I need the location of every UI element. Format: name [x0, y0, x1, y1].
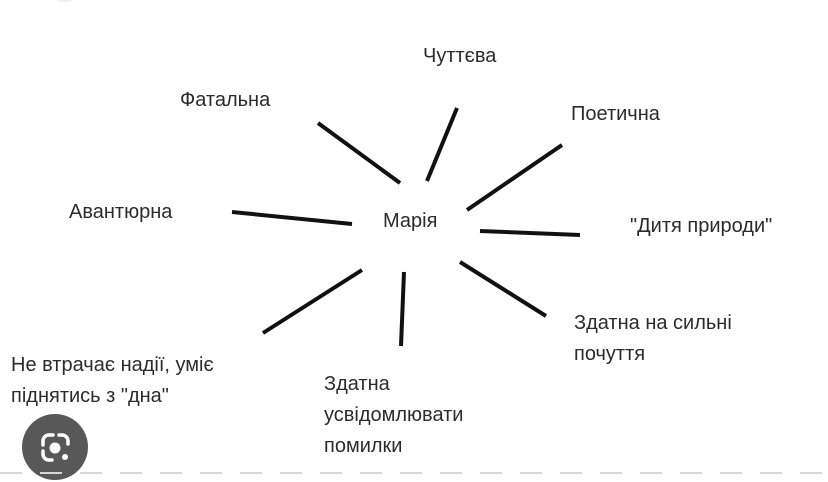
line-mistakes: [399, 271, 406, 347]
trait-adventurous: Авантюрна: [69, 201, 173, 223]
trait-hope: Не втрачає надії, уміє піднятись з "дна": [11, 350, 214, 412]
trait-nature-child: "Дитя природи": [630, 215, 773, 237]
center-node-label: Марія: [383, 210, 438, 232]
trait-mistakes-line3: помилки: [324, 435, 403, 457]
google-lens-button[interactable]: [22, 414, 88, 480]
partial-circle-decoration: [50, 0, 80, 2]
trait-sensual: Чуттєва: [423, 45, 497, 67]
trait-hope-line1: Не втрачає надії, уміє: [11, 354, 214, 376]
trait-hope-line2: піднятись з "дна": [11, 385, 169, 407]
google-lens-icon: [41, 433, 70, 462]
trait-mistakes-line2: усвідомлювати: [324, 404, 464, 426]
trait-poetic: Поетична: [571, 103, 660, 125]
dashed-divider: [0, 472, 828, 474]
trait-strong-feelings-line1: Здатна на сильні: [574, 312, 732, 334]
trait-fatal: Фатальна: [180, 89, 271, 111]
line-poetic: [465, 143, 564, 212]
line-adventurous: [231, 210, 353, 226]
line-fatal: [316, 121, 402, 185]
trait-mistakes-line1: Здатна: [324, 373, 390, 395]
line-nature-child: [479, 229, 581, 237]
line-sensual: [425, 107, 459, 182]
line-strong-feelings: [458, 260, 548, 318]
trait-mistakes: Здатна усвідомлювати помилки: [324, 369, 463, 462]
trait-strong-feelings: Здатна на сильні почуття: [574, 308, 732, 370]
trait-strong-feelings-line2: почуття: [574, 343, 646, 365]
line-hope: [261, 268, 364, 335]
